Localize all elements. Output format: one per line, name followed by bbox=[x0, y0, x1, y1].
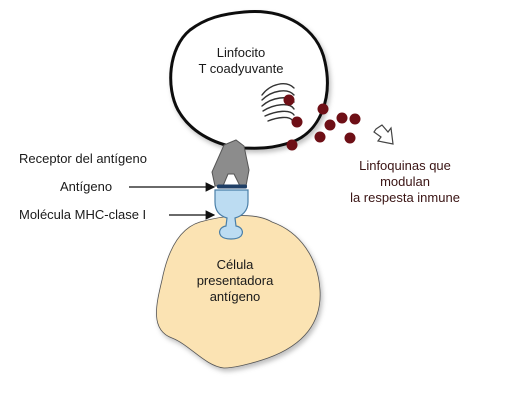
lymphokines-label-line-3: la respesta inmune bbox=[350, 190, 460, 205]
t-helper-cell bbox=[169, 9, 329, 150]
lymphokine-dot bbox=[344, 132, 356, 144]
lymphokine-dot bbox=[314, 131, 326, 143]
antigen-label: Antígeno bbox=[60, 179, 113, 194]
antigen-receptor-label: Receptor del antígeno bbox=[19, 151, 147, 166]
lymphokine-arrow-icon bbox=[373, 124, 394, 145]
lymphokines-label: Linfoquinas que modulan la respesta inmu… bbox=[340, 158, 470, 206]
lymphokine-molecules bbox=[283, 94, 361, 151]
antigen-receptor bbox=[211, 139, 250, 187]
lymphokine-dot bbox=[291, 116, 303, 128]
golgi-apparatus-icon bbox=[261, 83, 295, 122]
lymphokine-dot bbox=[349, 113, 361, 125]
t-cell-label-line-1: Linfocito bbox=[216, 45, 266, 60]
apc-label-line-1: Célula bbox=[216, 257, 254, 272]
lymphokines-label-line-1: Linfoquinas que bbox=[359, 158, 451, 173]
mhc-class-i-molecule bbox=[214, 189, 249, 240]
t-cell-label-line-2: T coadyuvante bbox=[198, 61, 284, 76]
lymphokine-dot bbox=[324, 119, 336, 131]
apc-label-line-2: presentadora bbox=[196, 273, 274, 288]
antigen-presenting-cell bbox=[156, 215, 321, 369]
apc-label: Célula presentadora antígeno bbox=[180, 257, 290, 305]
lymphokine-dot bbox=[336, 112, 348, 124]
mhc-label: Molécula MHC-clase I bbox=[19, 207, 147, 222]
lymphokine-dot bbox=[286, 139, 298, 151]
apc-label-line-3: antígeno bbox=[209, 289, 261, 304]
lymphokine-dot bbox=[283, 94, 295, 106]
lymphokine-dot bbox=[317, 103, 329, 115]
antigen-peptide bbox=[217, 184, 247, 189]
lymphokines-label-line-2: modulan bbox=[380, 174, 430, 189]
t-cell-label: Linfocito T coadyuvante bbox=[191, 45, 291, 77]
